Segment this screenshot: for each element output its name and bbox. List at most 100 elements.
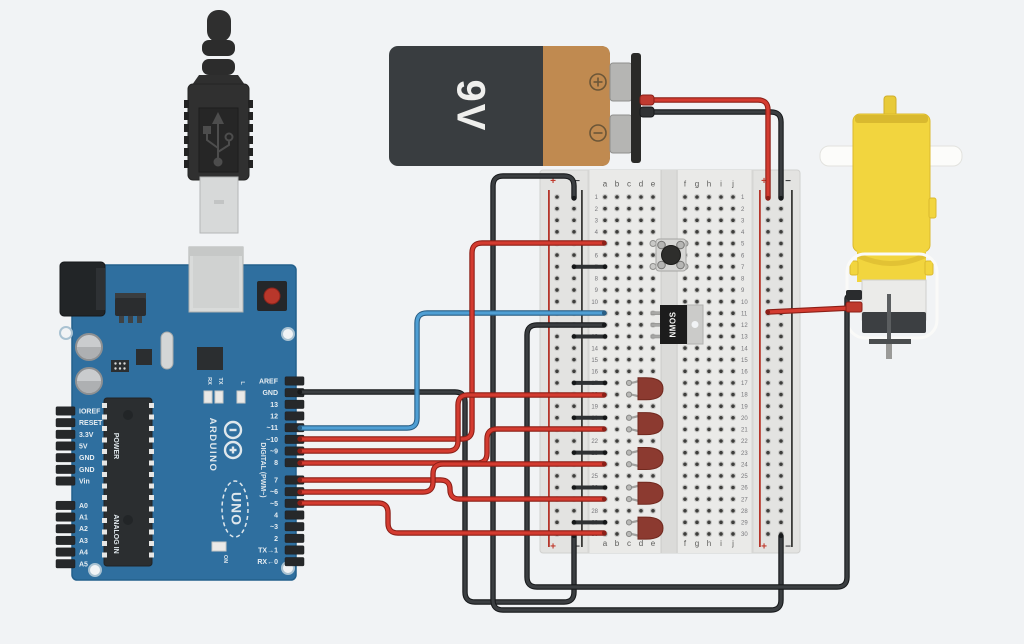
row-number-right: 10 (741, 300, 748, 306)
breadboard-hole-center (731, 299, 735, 304)
breadboard[interactable]: 1122334455667788991010111112121313141415… (539, 169, 801, 554)
pin-header[interactable] (284, 376, 305, 386)
wire-end (765, 309, 771, 315)
row-number-right: 19 (741, 404, 748, 410)
pin-header[interactable] (284, 557, 305, 567)
pin-header[interactable] (55, 512, 76, 522)
nmos-body[interactable] (660, 305, 687, 344)
led-body[interactable] (637, 446, 664, 470)
row-number-left: 2 (595, 207, 599, 213)
chip-leg (102, 414, 107, 420)
wires[interactable] (297, 97, 856, 613)
chip-leg (149, 449, 154, 454)
breadboard-hole-center (766, 218, 770, 223)
breadboard-hole-center (779, 357, 783, 362)
led-body[interactable] (637, 516, 664, 540)
led[interactable] (625, 412, 664, 436)
breadboard-hole-center (615, 450, 619, 455)
rail-jumper-wires[interactable] (571, 264, 608, 525)
pin-header[interactable] (284, 522, 305, 532)
arduino-uno[interactable]: RX TX L ON ARDUINO UNO DIGITAL (PWM~) PO… (55, 246, 305, 581)
motor-gearbox[interactable] (852, 113, 931, 253)
pin-header[interactable] (55, 441, 76, 451)
nmos-transistor[interactable]: NMOS (650, 304, 704, 345)
dc-gear-motor[interactable] (819, 95, 963, 359)
wire-pin11-to-gate[interactable] (297, 310, 607, 431)
wire-pin9-to-led1[interactable] (297, 392, 607, 454)
column-letter: f (684, 180, 687, 189)
pin-header[interactable] (55, 559, 76, 569)
pin-header[interactable] (55, 500, 76, 510)
chip-leg (149, 414, 154, 420)
breadboard-hole-center (779, 439, 783, 443)
pin-header[interactable] (284, 411, 305, 421)
analog-pin-label: A0 (79, 503, 88, 510)
wire-pin9-to-led1-core[interactable] (298, 393, 606, 453)
breadboard-hole-center (779, 427, 783, 432)
leds[interactable] (625, 377, 664, 540)
digital-pin-label: TX→1 (258, 548, 278, 555)
pin-header[interactable] (55, 524, 76, 534)
breadboard-hole-center (719, 439, 723, 443)
wire-battery-plus-core[interactable] (648, 98, 770, 200)
wire-pin10-to-button[interactable] (297, 240, 607, 442)
wire-motor-plus-core[interactable] (766, 306, 853, 314)
wire-pin5-to-led5[interactable] (297, 500, 607, 536)
analog-pin-label: A5 (79, 561, 88, 568)
wire-gnd-to-left-neg-rail[interactable] (297, 389, 577, 605)
led[interactable] (625, 516, 664, 540)
pin-header[interactable] (284, 533, 305, 543)
breadboard-hole-center (627, 253, 631, 257)
breadboard-hole-center (695, 404, 699, 408)
chip-leg (102, 552, 107, 558)
pin-header[interactable] (284, 545, 305, 555)
arduino-pin-headers[interactable] (55, 376, 305, 569)
wire-pin6-to-led3-core[interactable] (298, 462, 606, 494)
chip-leg (149, 541, 154, 546)
motor-center-pin (887, 294, 891, 342)
led-body[interactable] (637, 412, 664, 436)
breadboard-hole-center (707, 462, 711, 467)
wire-pin7-to-led4-core[interactable] (298, 478, 606, 501)
pin-header[interactable] (55, 453, 76, 463)
row-number-right: 20 (741, 416, 748, 422)
led-body[interactable] (637, 377, 664, 401)
usb-plug[interactable] (184, 10, 253, 234)
breadboard-hole-center (683, 195, 687, 199)
pin-header[interactable] (55, 429, 76, 439)
wire-pin10-to-button-core[interactable] (298, 241, 606, 441)
usb-rib (184, 160, 189, 168)
pin-header[interactable] (284, 399, 305, 409)
pin-header[interactable] (55, 406, 76, 416)
breadboard-hole-center (695, 462, 699, 467)
wire-pin6-to-led3[interactable] (297, 461, 607, 495)
breadboard-hole-center (766, 508, 770, 513)
reset-button[interactable] (263, 287, 281, 305)
pin-header[interactable] (55, 464, 76, 474)
led-body[interactable] (637, 481, 664, 505)
battery-9v[interactable]: 9V (389, 46, 641, 166)
led[interactable] (625, 377, 664, 401)
pin-header[interactable] (55, 476, 76, 486)
pin-header[interactable] (55, 418, 76, 428)
breadboard-hole-center (615, 381, 619, 385)
wire-pin11-to-gate-core[interactable] (298, 311, 606, 430)
usb-neck (192, 75, 245, 85)
led[interactable] (625, 446, 664, 470)
mount-hole (88, 563, 102, 577)
led-lead-tip (625, 449, 633, 456)
breadboard-hole-center (766, 439, 770, 443)
breadboard-hole-center (707, 288, 711, 292)
breadboard-hole-center (572, 276, 576, 281)
wire-pin5-to-led5-core[interactable] (298, 501, 606, 535)
pin-header[interactable] (55, 535, 76, 545)
wire-pin7-to-led4[interactable] (297, 477, 607, 502)
led[interactable] (625, 481, 664, 505)
pushbutton-cap[interactable] (661, 245, 681, 265)
row-number-right: 22 (741, 439, 748, 445)
pin-header[interactable] (55, 547, 76, 557)
wire-battery-minus-core[interactable] (648, 110, 783, 200)
row-number-right: 4 (741, 230, 745, 236)
pin-header[interactable] (284, 510, 305, 520)
pushbutton[interactable] (649, 238, 689, 272)
